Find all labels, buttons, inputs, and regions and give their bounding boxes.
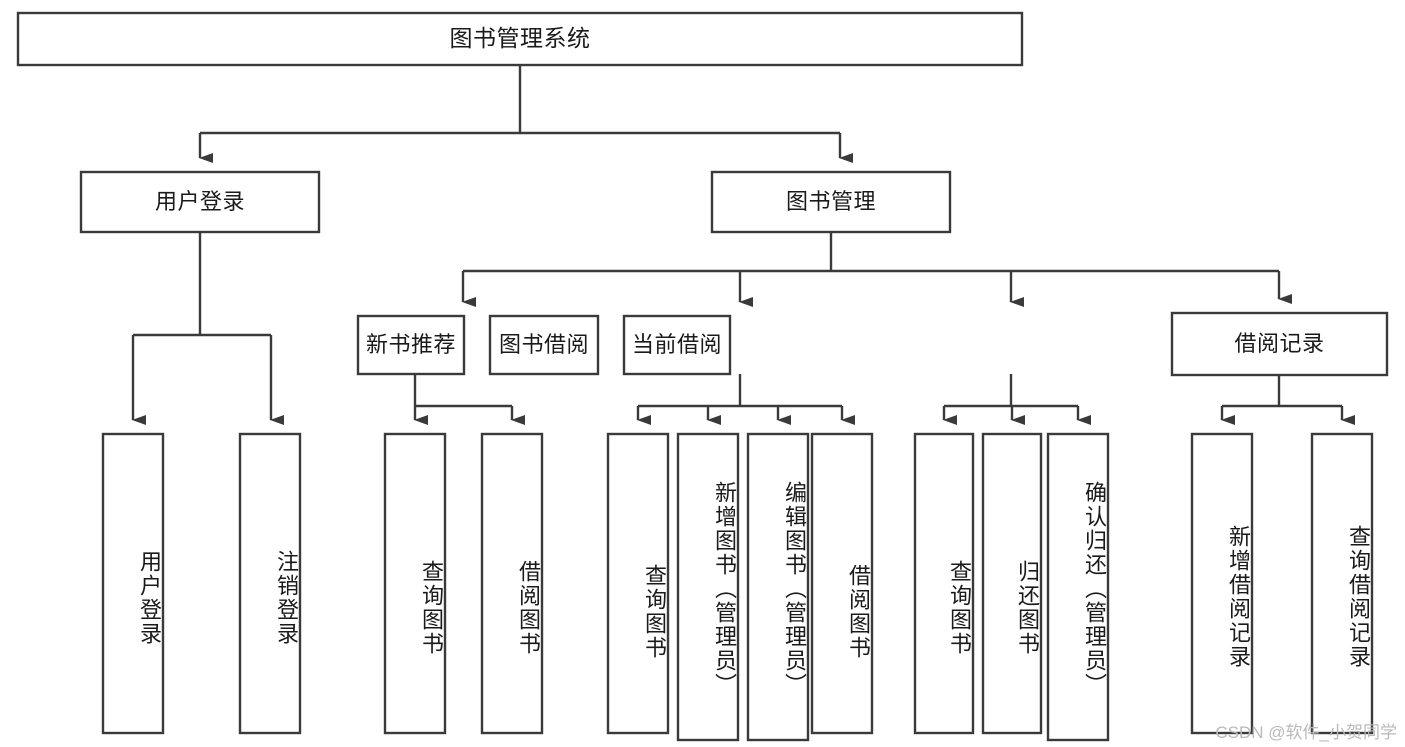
leaf-box-borrow-book[interactable]: [810, 432, 874, 735]
node-box-current-borrow[interactable]: [622, 314, 732, 376]
leaf-box-query-book-rec[interactable]: [383, 432, 447, 735]
leaf-box-return-book[interactable]: [981, 432, 1043, 735]
connectors: [131, 65, 1355, 425]
leaf-box-borrow-book-rec[interactable]: [480, 432, 544, 735]
leaf-box-add-book-admin[interactable]: [676, 432, 740, 742]
leaf-box-add-borrow-record[interactable]: [1190, 432, 1254, 735]
leaf-box-query-book-current[interactable]: [913, 432, 975, 735]
node-box-book-management[interactable]: [710, 170, 952, 234]
leaf-box-query-book-borrow[interactable]: [606, 432, 670, 735]
node-box-user-login[interactable]: [79, 170, 321, 234]
csdn-watermark: CSDN @软件_小贺同学: [1215, 723, 1397, 742]
node-box-book-borrow[interactable]: [488, 314, 600, 376]
leaf-box-logout-login[interactable]: [238, 432, 302, 735]
leaf-box-edit-book-admin[interactable]: [746, 432, 810, 742]
node-box-new-book-recommend[interactable]: [356, 314, 466, 376]
node-boxes: [16, 11, 1389, 742]
node-box-borrow-record[interactable]: [1170, 311, 1389, 377]
node-box-root[interactable]: [16, 11, 1024, 67]
leaf-box-query-borrow-record[interactable]: [1310, 432, 1374, 735]
leaf-box-confirm-return-admin[interactable]: [1046, 432, 1110, 742]
leaf-box-user-login[interactable]: [101, 432, 165, 735]
